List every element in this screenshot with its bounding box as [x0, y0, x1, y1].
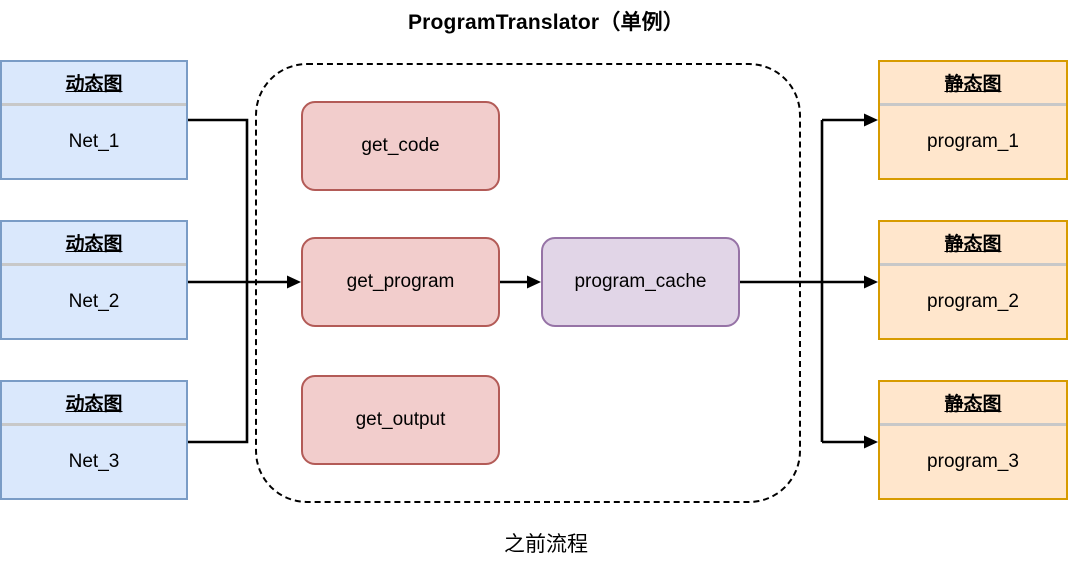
- node-get-output-label: get_output: [355, 409, 446, 430]
- output-box-program-2-value: program_2: [927, 291, 1019, 312]
- node-get-output[interactable]: get_output: [301, 375, 500, 465]
- output-box-program-2[interactable]: 静态图 program_2: [878, 220, 1068, 340]
- input-box-net-3[interactable]: 动态图 Net_3: [0, 380, 188, 500]
- diagram-caption: 之前流程: [504, 533, 588, 556]
- output-box-program-1[interactable]: 静态图 program_1: [878, 60, 1068, 180]
- edge-net3-to-bus: [188, 282, 249, 444]
- input-box-net-2[interactable]: 动态图 Net_2: [0, 220, 188, 340]
- input-box-net-1[interactable]: 动态图 Net_1: [0, 60, 188, 180]
- output-box-program-3[interactable]: 静态图 program_3: [878, 380, 1068, 500]
- output-box-program-2-header: 静态图: [880, 222, 1066, 266]
- node-program-cache[interactable]: program_cache: [541, 237, 740, 327]
- arrowhead-into-program-2: [864, 275, 878, 289]
- arrowhead-into-program-1: [864, 113, 878, 127]
- arrowhead-into-program-3: [864, 435, 878, 449]
- node-get-program-label: get_program: [346, 271, 455, 292]
- input-box-net-3-header: 动态图: [2, 382, 186, 426]
- input-box-net-1-value: Net_1: [68, 131, 120, 152]
- input-box-net-1-header: 动态图: [2, 62, 186, 106]
- node-get-code-label: get_code: [361, 135, 440, 156]
- output-box-program-3-header: 静态图: [880, 382, 1066, 426]
- input-box-net-2-header: 动态图: [2, 222, 186, 266]
- node-get-program[interactable]: get_program: [301, 237, 500, 327]
- input-box-net-3-value: Net_3: [68, 451, 120, 472]
- output-box-program-1-header: 静态图: [880, 62, 1066, 106]
- node-get-code[interactable]: get_code: [301, 101, 500, 191]
- output-box-program-1-value: program_1: [927, 131, 1019, 152]
- input-box-net-2-value: Net_2: [68, 291, 120, 312]
- node-program-cache-label: program_cache: [574, 271, 707, 292]
- edge-net1-to-bus: [188, 118, 249, 282]
- page-title: ProgramTranslator（单例）: [407, 11, 685, 34]
- output-box-program-3-value: program_3: [927, 451, 1019, 472]
